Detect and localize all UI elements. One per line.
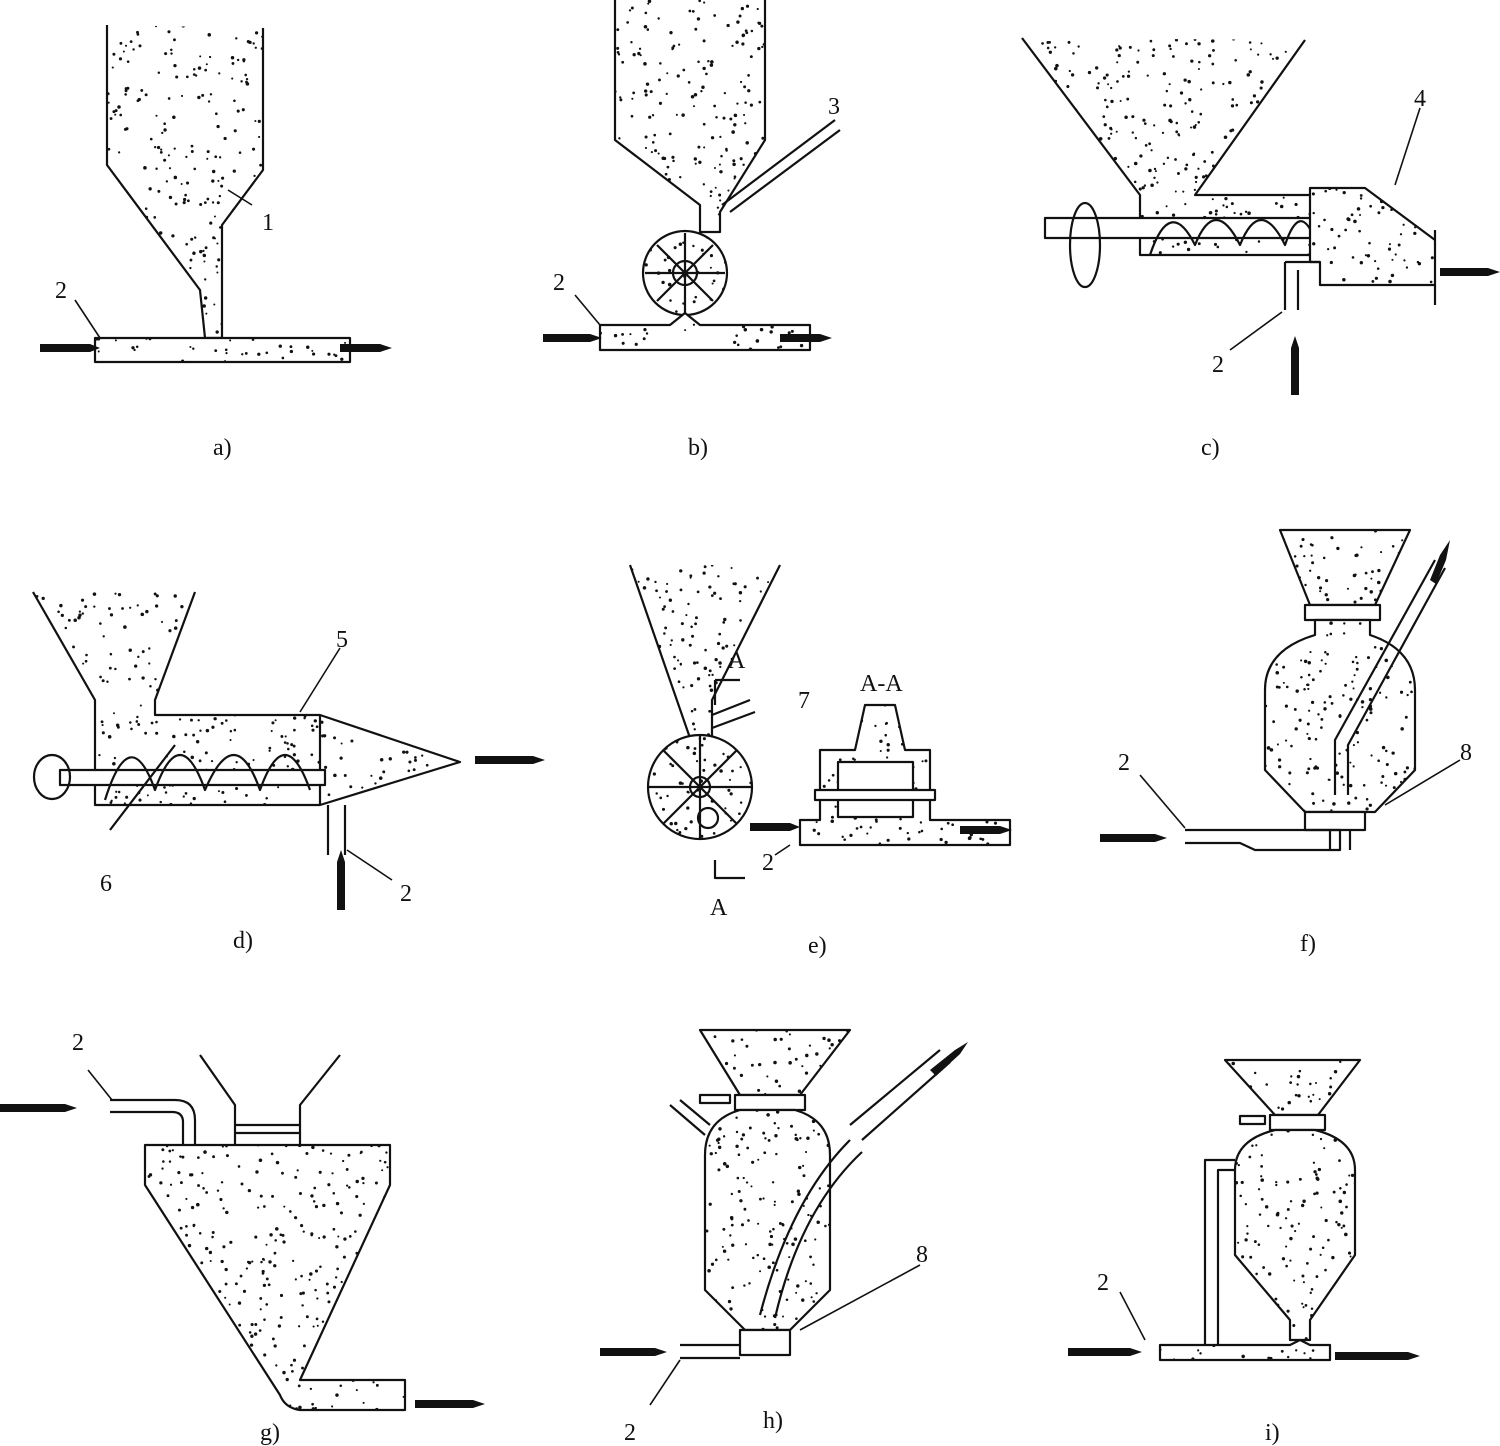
conveying-pipe-i bbox=[1158, 1338, 1332, 1362]
caption-a: a) bbox=[213, 435, 232, 461]
label-1: 1 bbox=[262, 210, 274, 236]
caption-h: h) bbox=[763, 1408, 783, 1434]
caption-c: c) bbox=[1201, 435, 1220, 461]
panel-f-pressure-tank-top-discharge: 2 8 f) bbox=[1100, 528, 1472, 957]
outlet-arrow-a bbox=[340, 344, 392, 352]
label-3: 3 bbox=[828, 94, 840, 120]
panel-a-gravity-feeder: 1 2 a) bbox=[40, 25, 392, 461]
label-2: 2 bbox=[762, 850, 774, 876]
caption-e: e) bbox=[808, 933, 827, 959]
caption-f: f) bbox=[1300, 931, 1316, 957]
label-4: 4 bbox=[1414, 86, 1426, 112]
panel-c-screw-feeder: 4 2 c) bbox=[1021, 37, 1500, 461]
pressure-vessel-i bbox=[1233, 1128, 1357, 1342]
label-8: 8 bbox=[1460, 740, 1472, 766]
hopper-e bbox=[628, 564, 781, 740]
hopper-a bbox=[105, 25, 265, 340]
panel-h-pressure-tank-bottom-discharge: 8 2 h) bbox=[600, 1028, 968, 1446]
conveying-pipe-a bbox=[93, 336, 352, 364]
hopper-d bbox=[32, 591, 462, 807]
conveying-pipe-b bbox=[598, 311, 812, 352]
label-2: 2 bbox=[400, 881, 412, 907]
label-6: 6 bbox=[100, 871, 112, 897]
blow-tank-g bbox=[143, 1143, 407, 1412]
panel-d-screw-pump: 5 6 2 d) bbox=[32, 591, 545, 954]
label-8: 8 bbox=[916, 1242, 928, 1268]
air-inlet-arrow-a bbox=[40, 344, 100, 352]
caption-g: g) bbox=[260, 1420, 280, 1446]
label-2: 2 bbox=[1097, 1270, 1109, 1296]
mixing-chamber-c bbox=[1308, 186, 1437, 287]
panel-i-pressure-tank-bypass: 2 i) bbox=[1068, 1058, 1420, 1446]
panel-e-rotary-feeder-section: A 7 A-A 2 A e) bbox=[628, 564, 1012, 959]
hopper-i bbox=[1223, 1058, 1362, 1117]
label-A-bottom: A bbox=[710, 895, 728, 921]
granular-material bbox=[1310, 188, 1434, 284]
granular-material bbox=[95, 338, 347, 362]
hopper-b bbox=[613, 0, 767, 234]
caption-i: i) bbox=[1265, 1420, 1280, 1446]
panel-g-blow-tank: 2 g) bbox=[0, 1030, 485, 1446]
label-2: 2 bbox=[1212, 352, 1224, 378]
caption-b: b) bbox=[688, 435, 708, 461]
label-2: 2 bbox=[1118, 750, 1130, 776]
screw-shaft-c bbox=[1043, 216, 1332, 240]
panel-b-rotary-feeder: 3 2 b) bbox=[543, 0, 841, 461]
label-A-A: A-A bbox=[860, 671, 903, 697]
label-5: 5 bbox=[336, 627, 348, 653]
screw-shaft-d bbox=[58, 768, 327, 787]
hopper-f bbox=[1278, 528, 1412, 607]
label-2: 2 bbox=[553, 270, 565, 296]
label-2: 2 bbox=[624, 1420, 636, 1446]
label-2: 2 bbox=[72, 1030, 84, 1056]
label-2: 2 bbox=[55, 278, 67, 304]
label-7: 7 bbox=[798, 688, 810, 714]
caption-d: d) bbox=[233, 928, 253, 954]
label-A-top: A bbox=[728, 648, 746, 674]
